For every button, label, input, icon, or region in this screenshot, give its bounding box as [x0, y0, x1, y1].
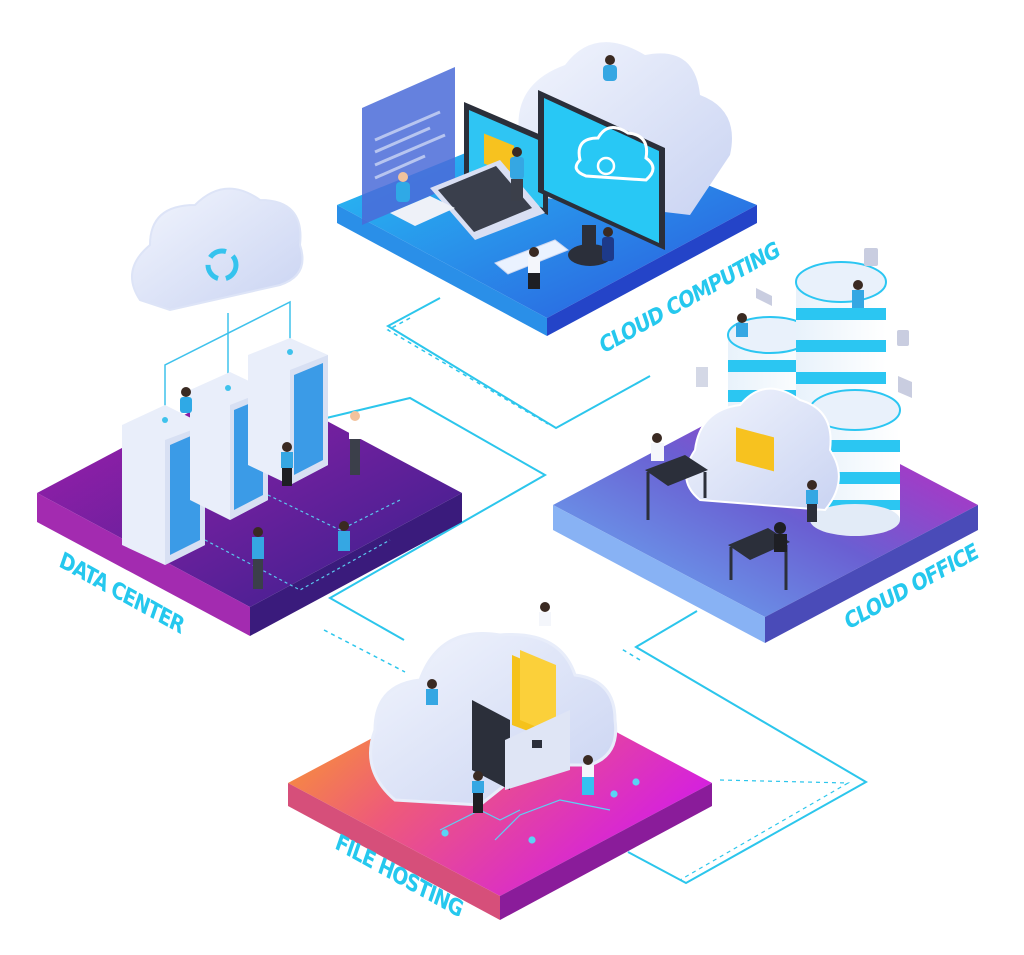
database-cylinders [727, 261, 901, 536]
server-racks [122, 338, 328, 565]
code-window-panel [362, 67, 455, 225]
wifi-icon [864, 248, 878, 266]
people [651, 280, 864, 552]
platform-file-hosting: FILE HOSTING [288, 602, 712, 923]
platform-data-center: DATA CENTER [37, 187, 462, 640]
people [180, 387, 361, 589]
lock-icon [897, 330, 909, 346]
folder-icon [736, 427, 774, 472]
document-icon [696, 367, 708, 387]
people [396, 55, 617, 289]
file-drawer-with-folders [472, 650, 570, 790]
desk [390, 196, 455, 226]
mail-icon [756, 288, 772, 306]
cloud-sync-icon [574, 126, 655, 182]
folder-small-icon [898, 376, 912, 398]
platform-cloud-office: CLOUD OFFICE [553, 248, 981, 643]
platform-cloud-computing: CLOUD COMPUTING [337, 42, 782, 360]
sync-arrows-icon [205, 248, 239, 282]
people [426, 602, 594, 813]
connector-lines [317, 297, 869, 885]
